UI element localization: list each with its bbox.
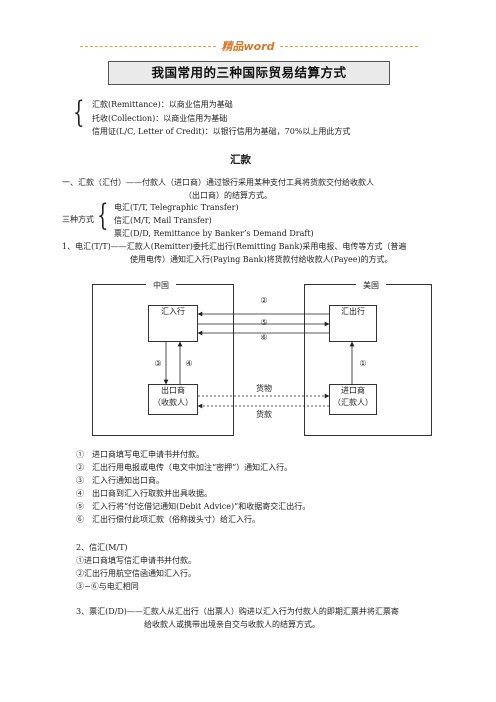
- tt-step: ⑤ 汇入行将“付讫借记通知(Debit Advice)”和收据寄交汇出行。: [76, 502, 311, 511]
- exporter-box: [148, 384, 198, 415]
- importer-label: （汇款人）: [333, 398, 373, 407]
- tt-definition-line: 1、电汇(T/T)——汇款人(Remitter)委托汇出行(Remitting …: [62, 242, 407, 251]
- step-number-3: ③: [154, 359, 162, 368]
- payment-label: 货款: [256, 410, 272, 419]
- tt-step: ① 进口商填写电汇申请书并付款。: [76, 450, 204, 459]
- tt-step: ④ 出口商到汇入行取款并出具收据。: [76, 489, 212, 498]
- method-item: 电汇(T/T, Telegraphic Transfer): [114, 203, 239, 212]
- intro-item: 汇款(Remittance)：以商业信用为基础: [92, 100, 233, 109]
- step-number-4: ④: [185, 359, 193, 368]
- china-label: 中国: [146, 281, 176, 291]
- step-number-1: ①: [359, 359, 367, 368]
- paying-bank-box: [148, 305, 198, 342]
- page-title: 我国常用的三种国际贸易结算方式: [108, 61, 390, 85]
- methods-label: 三种方式: [62, 215, 94, 224]
- step-number-5: ⑤: [260, 318, 268, 327]
- exporter-label: （收款人）: [153, 398, 193, 407]
- mt-heading: 2、信汇(M/T): [76, 543, 128, 552]
- section-heading: 汇款: [230, 154, 251, 166]
- header-watermark: 精品word: [221, 40, 275, 53]
- mt-step: ③~⑥与电汇相同: [76, 582, 139, 591]
- paying-bank-label: 汇入行: [161, 307, 185, 316]
- definition-line: （出口商）的结算方式。: [184, 191, 272, 200]
- tt-step: ③ 汇入行通知出口商。: [76, 476, 164, 485]
- definition-line: 一、汇款（汇付）——付款人（进口商）通过银行采用某种支付工具将货款交付给收款人: [62, 178, 374, 187]
- exporter-label: 出口商: [161, 386, 185, 395]
- dd-definition-line: 给收款人或携带出境亲自交与收款人的结算方式。: [144, 620, 320, 629]
- header-rule-left: [80, 46, 216, 47]
- intro-item: 托收(Collection)：以商业信用为基础: [92, 114, 228, 123]
- dd-definition-line: 3、票汇(D/D)——汇款人从汇出行（出票人）购进以汇入行为付款人的即期汇票并将…: [76, 607, 399, 616]
- tt-definition-line: 使用电传）通知汇入行(Paying Bank)将货款付给收款人(Payee)的方…: [130, 255, 393, 264]
- tt-step: ⑥ 汇出行偿付此项汇款（俗称拨头寸）给汇入行。: [76, 515, 260, 524]
- mt-step: ①进口商填写信汇申请书并付款。: [76, 556, 196, 565]
- mt-step: ②汇出行用航空信函通知汇入行。: [76, 569, 196, 578]
- remitting-bank-box: [329, 305, 377, 342]
- method-item: 票汇(D/D, Remittance by Banker’s Demand Dr…: [114, 229, 314, 238]
- intro-brace: {: [73, 95, 85, 130]
- importer-box: [329, 384, 377, 415]
- intro-item: 信用证(L/C, Letter of Credit)：以银行信用为基础，70%以…: [92, 127, 351, 136]
- methods-brace: {: [97, 198, 109, 233]
- step-number-6: ⑥: [260, 333, 268, 342]
- importer-label: 进口商: [341, 386, 365, 395]
- goods-label: 货物: [256, 384, 272, 393]
- tt-step: ② 汇出行用电报或电传（电文中加注“密押”）通知汇入行。: [76, 463, 293, 472]
- usa-label: 美国: [356, 281, 386, 291]
- step-number-2: ②: [260, 296, 268, 305]
- remitting-bank-label: 汇出行: [341, 307, 365, 316]
- header-rule-right: [280, 46, 418, 47]
- method-item: 信汇(M/T, Mail Transfer): [114, 216, 212, 225]
